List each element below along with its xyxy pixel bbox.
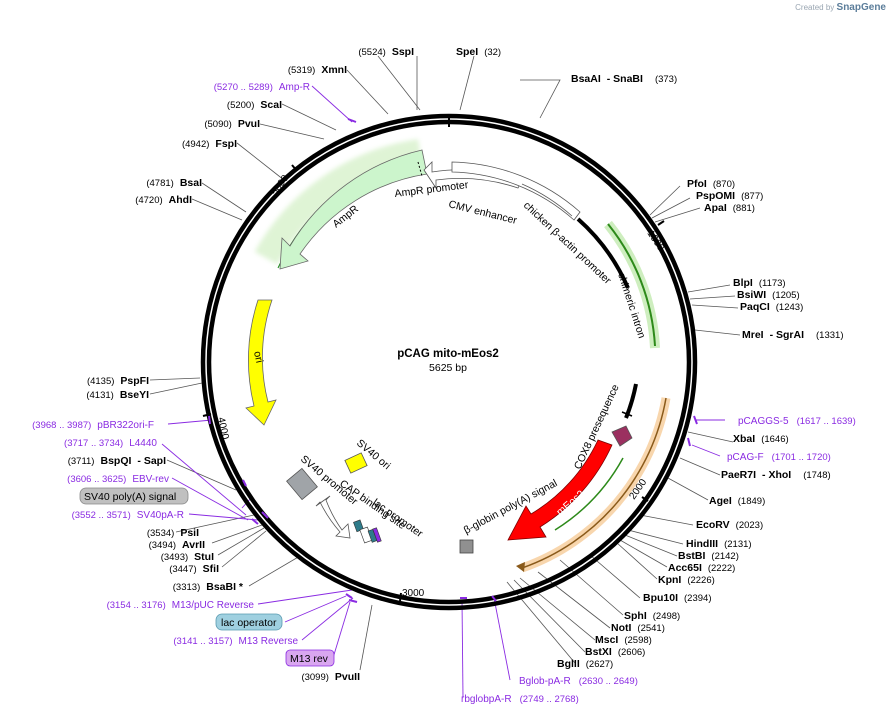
- enzyme-label[interactable]: (3447)SfiI: [169, 563, 219, 575]
- enzyme-label[interactable]: BglII(2627): [557, 658, 613, 670]
- enzyme-label[interactable]: (4131)BseYI: [86, 389, 149, 401]
- primer-label[interactable]: pCAGGS-5(1617 .. 1639): [738, 416, 856, 427]
- enzyme-label[interactable]: (5090)PvuI: [204, 118, 260, 130]
- enzyme-label[interactable]: (3711)BspQI- SapI: [68, 455, 166, 467]
- sv40-polya-box[interactable]: [79, 487, 189, 505]
- enzyme-label[interactable]: (3493)StuI: [161, 551, 214, 563]
- enzyme-label[interactable]: (5524)SspI: [358, 46, 414, 58]
- scale-ticks: [202, 164, 665, 602]
- ori-feature: [245, 299, 277, 426]
- enzyme-label[interactable]: PfoI(870): [687, 178, 735, 190]
- enzyme-label[interactable]: HindIII(2131): [686, 538, 752, 550]
- primer-labels: (5270 .. 5289)Amp-R pCAGGS-5(1617 .. 163…: [32, 82, 856, 705]
- enzyme-label[interactable]: (5319)XmnI: [288, 64, 347, 76]
- snapgene-logo-text: SnapGene: [836, 2, 886, 13]
- tick-4000: 4000: [215, 416, 230, 440]
- orange-arrowhead: [516, 562, 525, 572]
- bglobin-polya-feature: [459, 539, 474, 554]
- plasmid-name: pCAG mito-mEos2: [397, 348, 499, 360]
- m13-rev-box-label: M13 rev: [290, 653, 329, 665]
- enzyme-label[interactable]: AgeI(1849): [709, 495, 765, 507]
- enzymes-left: (5524)SspI (5319)XmnI (5200)ScaI (5090)P…: [68, 46, 414, 683]
- sv40-promoter-feature: [315, 495, 351, 539]
- enzyme-label[interactable]: MreI- SgrAI(1331): [742, 329, 843, 341]
- primer-label[interactable]: (5270 .. 5289)Amp-R: [214, 82, 310, 93]
- created-by-text: Created by: [795, 3, 835, 12]
- enzyme-label[interactable]: XbaI(1646): [733, 433, 789, 445]
- cox8-region-bar: [624, 383, 638, 419]
- primer-label[interactable]: (3968 .. 3987)pBR322ori-F: [32, 420, 154, 431]
- primer-label[interactable]: (3717 .. 3734)L4440: [64, 438, 157, 449]
- enzyme-label[interactable]: (5200)ScaI: [227, 99, 282, 111]
- m13-rev-box[interactable]: [285, 649, 335, 667]
- primer-leader-lines: [161, 85, 725, 698]
- primer-label[interactable]: (3552 .. 3571)SV40pA-R: [72, 510, 184, 521]
- tick-3000: 3000: [402, 588, 425, 599]
- leader-lines: [149, 55, 741, 671]
- enzyme-label[interactable]: ApaI(881): [704, 202, 755, 214]
- enzyme-label[interactable]: PaeR7I- XhoI(1748): [721, 469, 831, 481]
- ampr-glow: [254, 139, 422, 265]
- primer-label[interactable]: (3606 .. 3625)EBV-rev: [67, 474, 169, 485]
- enzyme-label[interactable]: (4942)FspI: [182, 138, 237, 150]
- enzyme-label[interactable]: (3313)BsaBI *: [173, 581, 244, 593]
- boxed-labels: SV40 poly(A) signal lac operator M13 rev: [79, 487, 335, 667]
- sv40-polya-feature: [286, 467, 318, 501]
- cmv-enhancer-label: CMV enhancer: [447, 198, 518, 227]
- sv40-polya-box-label: SV40 poly(A) signal: [84, 491, 176, 503]
- m13-rev-feature: [372, 527, 382, 543]
- primer-label[interactable]: Bglob-pA-R(2630 .. 2649): [519, 676, 638, 687]
- lac-operator-box[interactable]: [215, 613, 283, 631]
- chicken-promoter-bar: [576, 217, 630, 289]
- primer-marks: [208, 118, 698, 603]
- lac-operator-box-label: lac operator: [221, 617, 277, 629]
- enzyme-label[interactable]: BsiWI(1205): [737, 289, 800, 301]
- cox8-feature: [611, 425, 633, 447]
- enzymes-right: SpeI(32) BsaAI- SnaBI(373) PfoI(870) Psp…: [456, 46, 843, 670]
- ampr-dash: [417, 161, 423, 177]
- cmv-enhancer-feature: [451, 161, 581, 221]
- enzyme-label[interactable]: (3494)AvrII: [149, 539, 206, 551]
- enzyme-label[interactable]: SpeI(32): [456, 46, 501, 58]
- enzyme-label[interactable]: (4720)AhdI: [135, 194, 192, 206]
- inner-green-arc: [554, 457, 624, 531]
- enzyme-label[interactable]: (4135)PspFI: [87, 375, 149, 387]
- enzyme-label[interactable]: PaqCI(1243): [740, 301, 803, 313]
- sv40-ori-feature: [344, 452, 368, 474]
- enzyme-label[interactable]: BstXI(2606): [585, 646, 645, 658]
- enzyme-label[interactable]: SphI(2498): [624, 610, 680, 622]
- enzyme-label[interactable]: Bpu10I(2394): [643, 592, 711, 604]
- primer-label[interactable]: pCAG-F(1701 .. 1720): [727, 452, 831, 463]
- primer-label[interactable]: (3154 .. 3176)M13/pUC Reverse: [107, 600, 255, 611]
- meos2-feature: [507, 439, 613, 541]
- cmv-inner: [521, 183, 573, 217]
- orange-arc: [521, 397, 667, 569]
- snapgene-brand: Created by SnapGene: [795, 2, 886, 13]
- cox8-tick: [621, 411, 633, 417]
- enzyme-label[interactable]: (3099)PvuII: [301, 671, 360, 683]
- primer-label[interactable]: (3141 .. 3157)M13 Reverse: [173, 636, 298, 647]
- chimeric-intron-feature: [607, 223, 656, 347]
- enzyme-label[interactable]: (4781)BsaI: [146, 177, 202, 189]
- enzyme-label[interactable]: (3534)PsiI: [147, 527, 199, 539]
- enzyme-label[interactable]: PspOMI(877): [696, 190, 763, 202]
- enzyme-label[interactable]: EcoRV(2023): [696, 519, 763, 531]
- enzyme-label[interactable]: MscI(2598): [595, 634, 652, 646]
- ori-label: ori: [251, 350, 265, 364]
- enzyme-label[interactable]: BlpI(1173): [733, 277, 786, 289]
- enzyme-label[interactable]: KpnI(2226): [658, 574, 715, 586]
- enzyme-label[interactable]: BsaAI- SnaBI(373): [571, 73, 677, 85]
- plasmid-size: 5625 bp: [429, 362, 467, 374]
- primer-label[interactable]: rbglobpA-R(2749 .. 2768): [461, 694, 579, 705]
- enzyme-label[interactable]: BstBI(2142): [678, 550, 739, 562]
- enzyme-label[interactable]: NotI(2541): [611, 622, 665, 634]
- ampr-feature: [279, 149, 428, 270]
- enzyme-label[interactable]: Acc65I(2222): [668, 562, 735, 574]
